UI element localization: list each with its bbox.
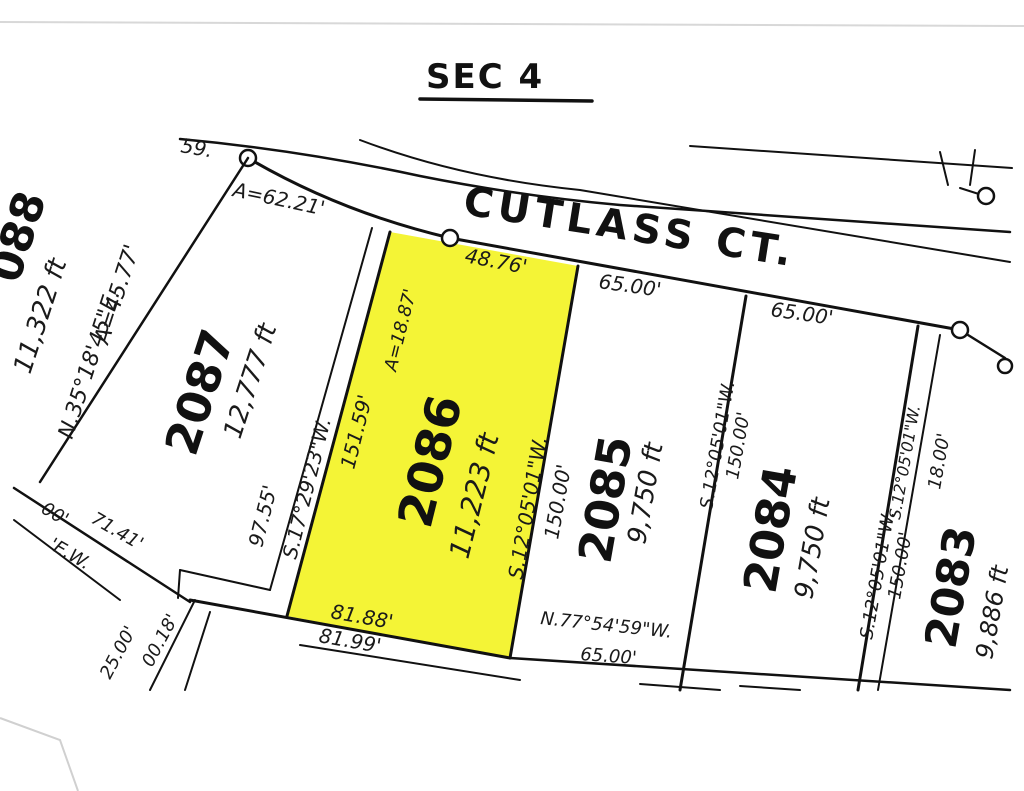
lot-line-2087-2086-inner bbox=[269, 227, 373, 591]
section-title-underline bbox=[418, 97, 594, 103]
lot-line-2088-2087 bbox=[38, 156, 250, 484]
lot-line-2085-2084 bbox=[678, 294, 748, 692]
monument-circle bbox=[440, 228, 460, 248]
monument-circle bbox=[950, 320, 970, 340]
street-tick-1 bbox=[939, 151, 949, 186]
left-edge-line bbox=[13, 519, 121, 601]
top-left-dim: 59. bbox=[179, 133, 214, 162]
lot-line-2084-2083 bbox=[856, 324, 920, 692]
scan-edge-top bbox=[0, 21, 1024, 27]
rear-line-west-step-2 bbox=[177, 569, 181, 599]
lot-line-2083-east bbox=[877, 334, 941, 691]
rear-line bbox=[188, 598, 512, 660]
section-title: SEC 4 bbox=[426, 57, 544, 97]
lot-line-2087-west bbox=[12, 486, 192, 604]
lot-line-2087-2086 bbox=[285, 230, 392, 618]
rear-tick bbox=[639, 683, 721, 691]
monument-circle bbox=[976, 186, 996, 206]
lot-2084-rear: 65.00' bbox=[580, 644, 638, 669]
scan-corner-fold bbox=[0, 717, 79, 791]
rear-tick-2 bbox=[739, 685, 801, 691]
rear-line-2 bbox=[508, 656, 1012, 692]
street-south-line bbox=[246, 156, 962, 332]
lower-left-line-2 bbox=[184, 611, 211, 691]
rear-line-west-step bbox=[179, 569, 271, 591]
lot-2086-highlight bbox=[287, 232, 578, 658]
street-north-line-2 bbox=[359, 139, 1011, 263]
lot-line-2086-2085 bbox=[508, 264, 580, 660]
monument-circle bbox=[996, 357, 1014, 375]
street-north-line bbox=[178, 137, 1012, 234]
lower-left-line bbox=[149, 599, 196, 691]
rear-line-lower bbox=[299, 644, 521, 681]
street-tick-2 bbox=[969, 149, 976, 186]
street-top-line bbox=[689, 145, 1013, 169]
